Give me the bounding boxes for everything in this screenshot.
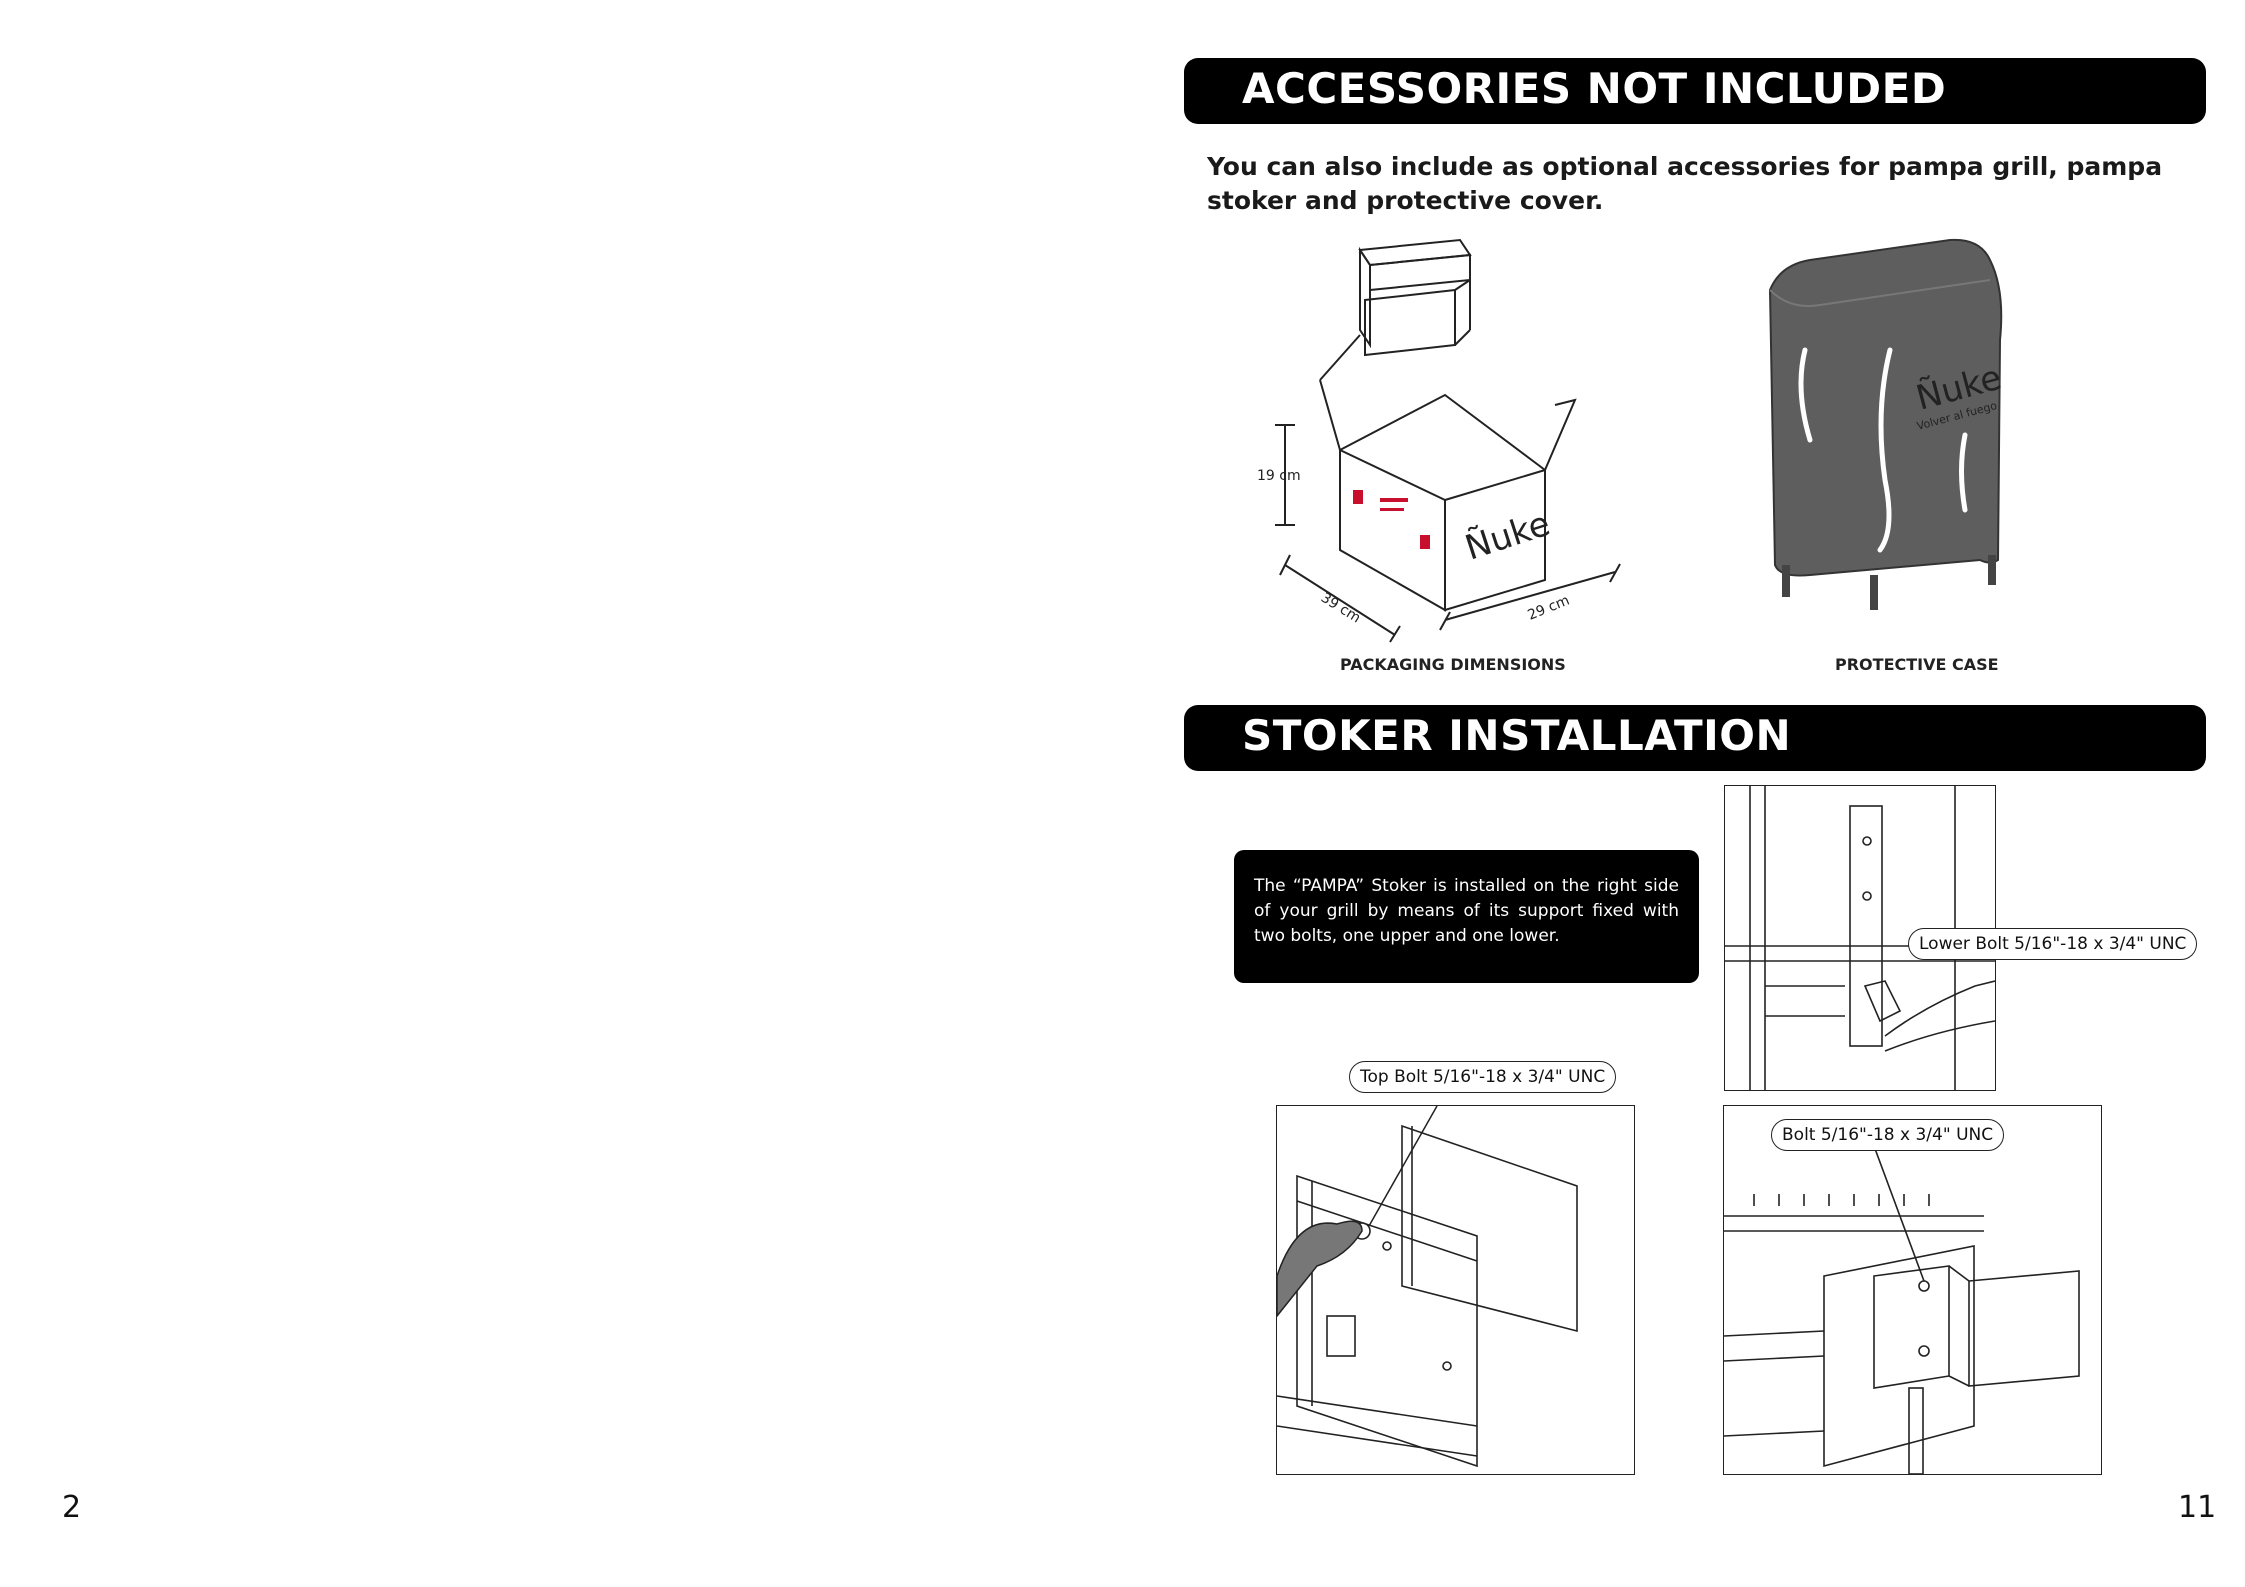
page-number-right: 11 bbox=[2178, 1490, 2217, 1525]
page-number-left: 2 bbox=[62, 1490, 82, 1525]
protective-case-caption: PROTECTIVE CASE bbox=[1835, 655, 1999, 674]
packaging-brand: Ñuke bbox=[1460, 504, 1555, 569]
top-bolt-callout: Top Bolt 5/16"-18 x 3/4" UNC bbox=[1349, 1061, 1617, 1093]
stoker-note-box: The “PAMPA” Stoker is installed on the r… bbox=[1234, 850, 1699, 983]
dim-width: 39 cm bbox=[1318, 590, 1363, 627]
lower-bolt-callout: Lower Bolt 5/16"-18 x 3/4" UNC bbox=[1908, 928, 2198, 960]
stoker-note-text: The “PAMPA” Stoker is installed on the r… bbox=[1254, 876, 1679, 946]
dim-height: 19 cm bbox=[1257, 468, 1301, 484]
dim-depth: 29 cm bbox=[1526, 593, 1572, 624]
accessories-intro: You can also include as optional accesso… bbox=[1207, 152, 2163, 215]
packaging-box-illustration: Ñuke 19 cm 39 cm 29 cm bbox=[1257, 238, 1621, 643]
protective-case-illustration: Ñuke Volver al fuego bbox=[1768, 238, 2006, 610]
top-bolt-illustration bbox=[1276, 1105, 1635, 1475]
stoker-header: STOKER INSTALLATION bbox=[1184, 705, 2206, 771]
accessories-header: ACCESSORIES NOT INCLUDED bbox=[1184, 58, 2206, 124]
bolt-callout: Bolt 5/16"-18 x 3/4" UNC bbox=[1771, 1119, 2005, 1151]
bolt-illustration bbox=[1723, 1105, 2102, 1475]
stoker-title: STOKER INSTALLATION bbox=[1242, 711, 1792, 760]
accessories-title: ACCESSORIES NOT INCLUDED bbox=[1242, 64, 1947, 113]
packaging-caption: PACKAGING DIMENSIONS bbox=[1340, 655, 1566, 674]
